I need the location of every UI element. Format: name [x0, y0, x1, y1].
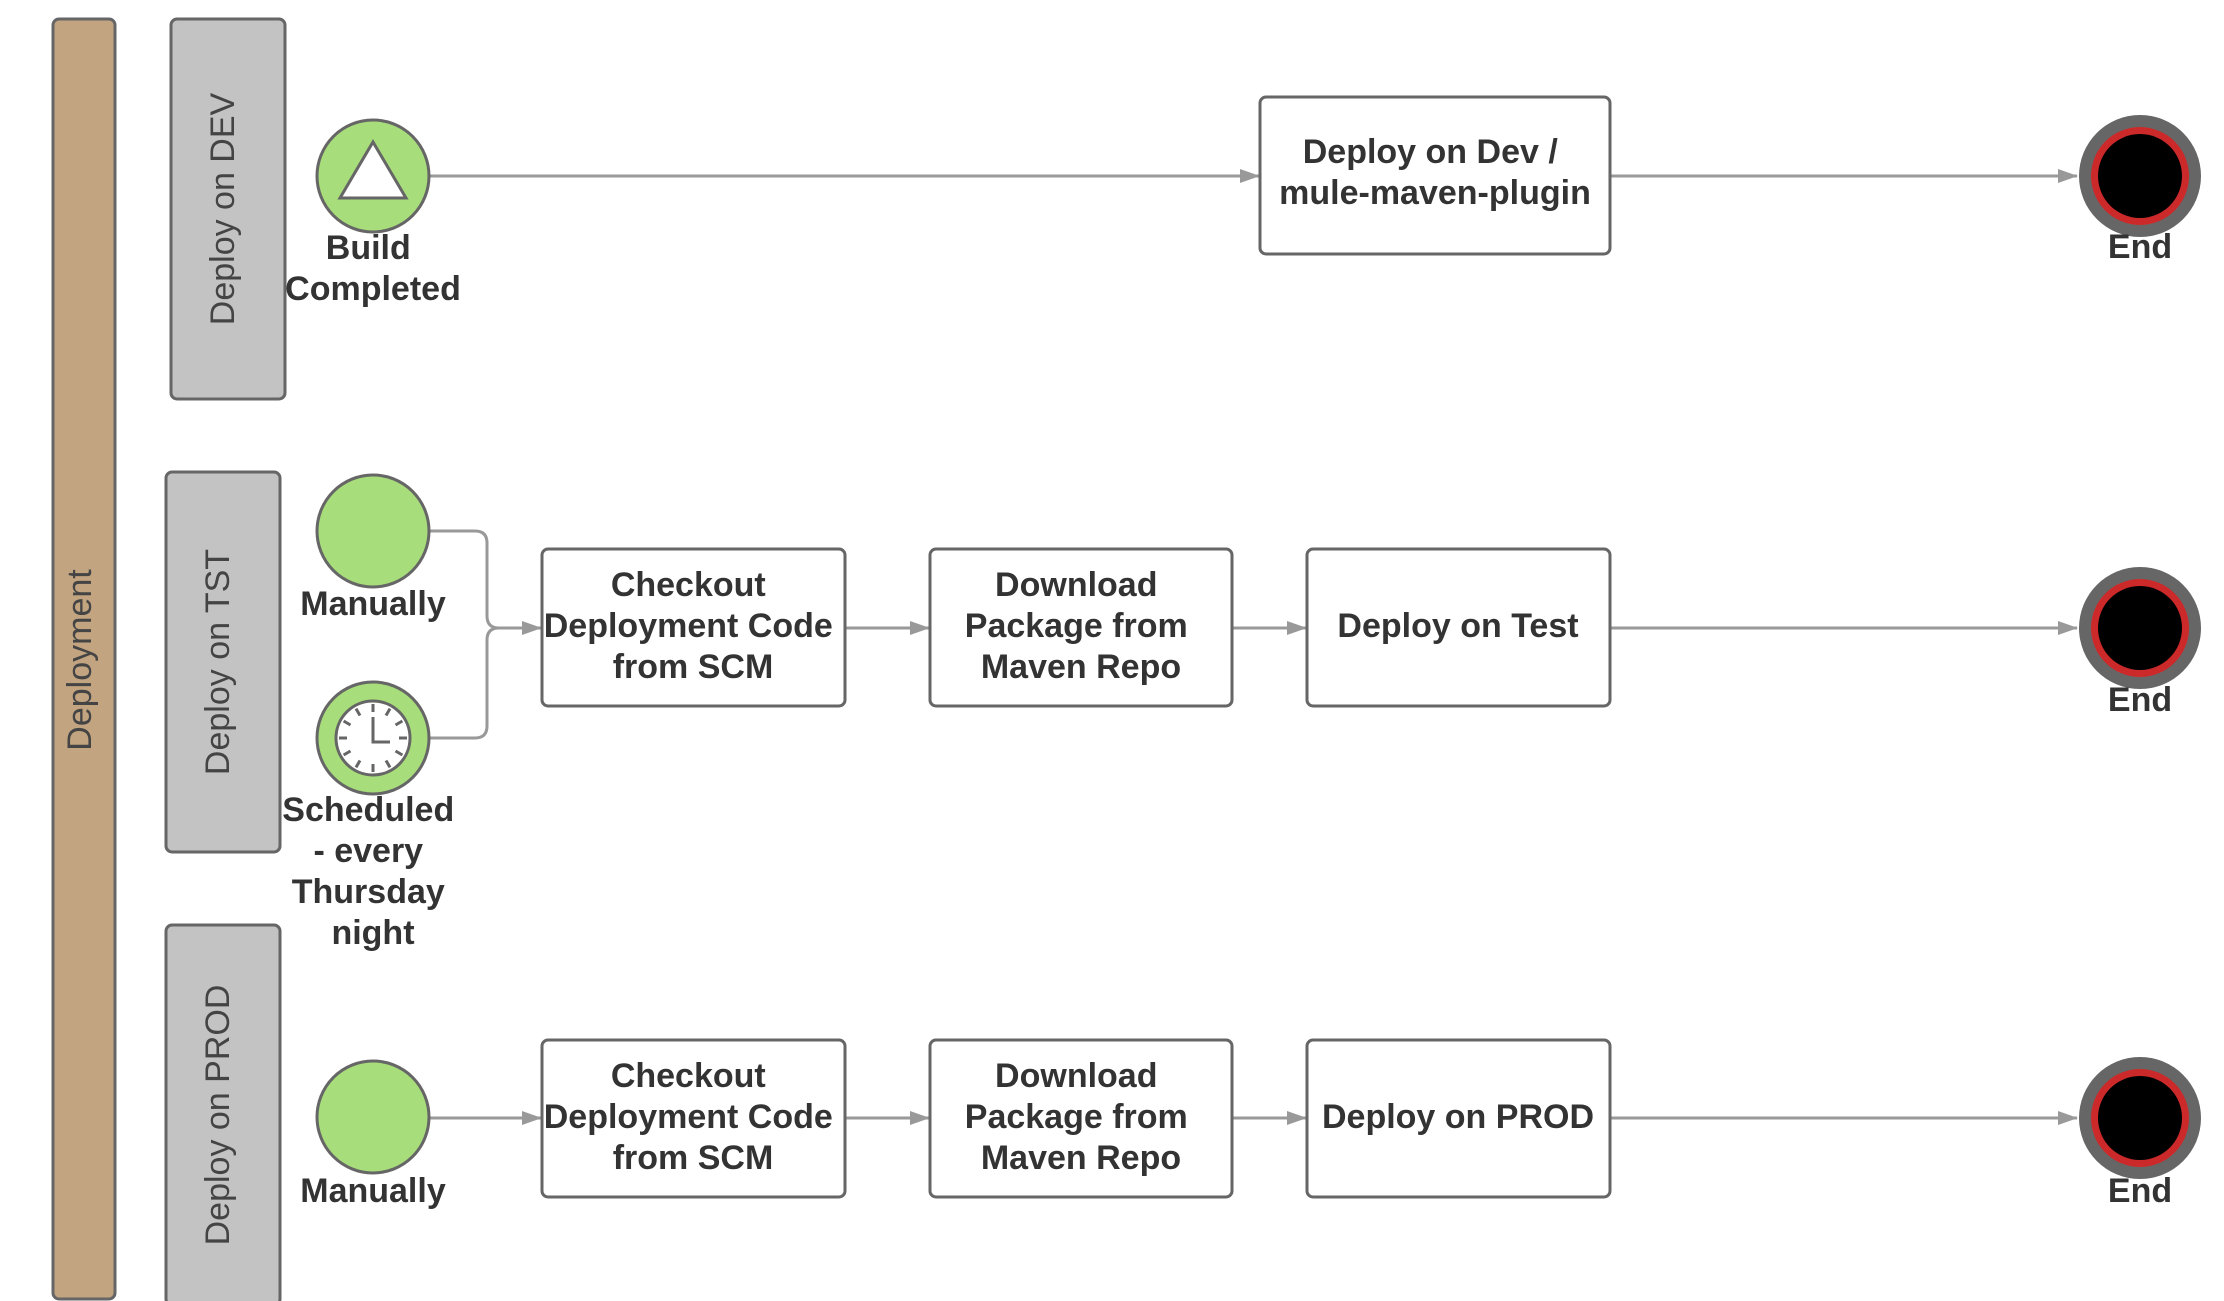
- pool-label: Deployment: [61, 569, 99, 751]
- start-event-tst-scheduled: [315, 680, 431, 796]
- triangle-icon: [337, 139, 409, 200]
- svg-text:Download Package from: Download Package from Maven Repo: [965, 1057, 1197, 1177]
- start-event-prod-manually: [315, 1059, 431, 1175]
- svg-text:Deploy on PROD: Deploy on PROD: [1322, 1098, 1594, 1136]
- flow-tst-scheduled-to-checkout: [430, 626, 541, 740]
- flow-tst-manual-to-checkout: [430, 529, 542, 635]
- task-deploy-on-dev: Deploy on Dev / mule-maven-plugin: [1258, 95, 1612, 256]
- end-event-dev: [2079, 115, 2201, 237]
- lane-dev-label: Deploy on DEV: [204, 92, 242, 325]
- clock-icon: [334, 699, 412, 777]
- lane-prod: Deploy on PROD: [164, 923, 282, 1301]
- start-label-tst-scheduled: Scheduled - every Thursday night: [282, 791, 463, 952]
- end-label-prod: End: [2108, 1172, 2172, 1210]
- start-event-tst-manually: [315, 473, 431, 589]
- lane-dev: Deploy on DEV: [169, 17, 287, 401]
- end-event-prod: [2079, 1057, 2201, 1179]
- start-event-build-completed: [315, 118, 431, 234]
- start-label-prod-manually: Manually: [300, 1172, 446, 1210]
- task-tst-download: Download Package from Maven Repo: [928, 547, 1234, 708]
- task-prod-checkout: Checkout Deployment Code from SCM: [540, 1038, 847, 1199]
- task-prod-download: Download Package from Maven Repo: [928, 1038, 1234, 1199]
- end-event-tst: [2079, 567, 2201, 689]
- end-label-tst: End: [2108, 681, 2172, 719]
- svg-text:Deploy on Test: Deploy on Test: [1337, 607, 1578, 645]
- start-label-build-completed: Build Completed: [285, 229, 461, 308]
- task-tst-deploy: Deploy on Test: [1305, 547, 1612, 708]
- svg-text:Download Package from: Download Package from Maven Repo: [965, 566, 1197, 686]
- lane-tst: Deploy on TST: [164, 470, 282, 854]
- task-prod-deploy: Deploy on PROD: [1305, 1038, 1612, 1199]
- svg-text:Checkout Deployment Code: Checkout Deployment Code from SCM: [544, 1057, 843, 1177]
- svg-text:Checkout Deployment Code: Checkout Deployment Code from SCM: [544, 566, 843, 686]
- pool-deployment: Deployment: [51, 17, 117, 1301]
- task-tst-checkout: Checkout Deployment Code from SCM: [540, 547, 847, 708]
- start-label-tst-manually: Manually: [300, 585, 446, 623]
- lane-prod-label: Deploy on PROD: [199, 985, 237, 1246]
- svg-text:Deploy on Dev / mule-mav: Deploy on Dev / mule-maven-plugin: [1279, 133, 1591, 212]
- lane-tst-label: Deploy on TST: [199, 549, 237, 775]
- end-label-dev: End: [2108, 228, 2172, 266]
